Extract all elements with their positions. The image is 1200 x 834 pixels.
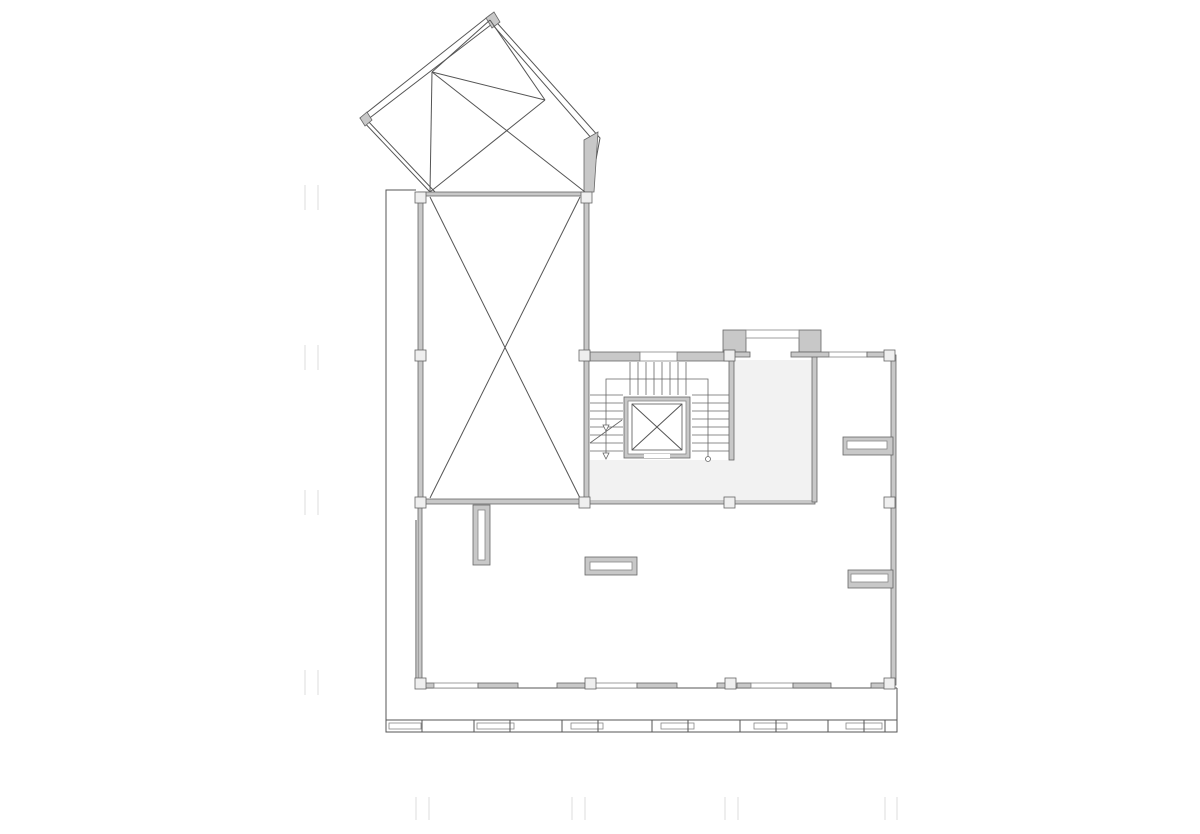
pentagon-bay <box>359 11 601 193</box>
staircase <box>589 362 729 462</box>
elevator <box>623 396 691 459</box>
core <box>589 329 891 503</box>
shafts <box>472 436 894 589</box>
columns <box>414 191 896 690</box>
grid-ticks <box>304 185 898 820</box>
stair-arrow-icon <box>602 452 610 460</box>
stair-arrow-icon <box>602 424 610 432</box>
terrace-planters <box>388 720 886 732</box>
